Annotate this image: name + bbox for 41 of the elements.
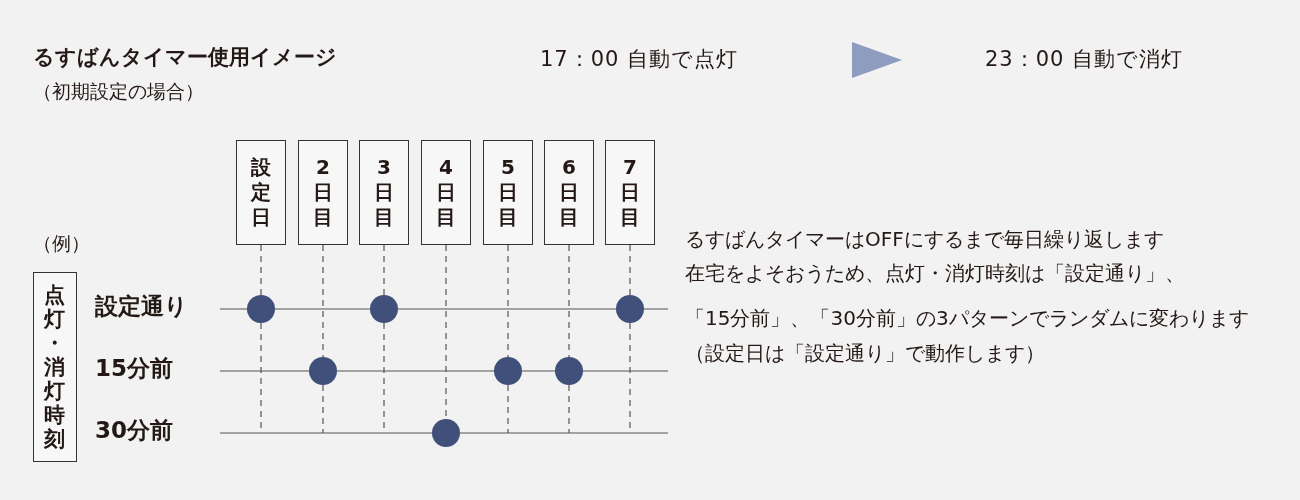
day-label: 2日目 [312,155,334,230]
description-text: 在宅をよそおうため、点灯・消灯時刻は「設定通り」、 [685,261,1185,285]
timeline-dot [555,357,583,385]
day-box [298,140,348,245]
row-label: 設定通り [95,293,188,321]
day-label: 7日目 [619,155,641,230]
description-text: 「15分前」、「30分前」の3パターンでランダムに変わります [685,306,1249,330]
day-box [421,140,471,245]
timeline-dot [247,295,275,323]
dashed-connector [507,244,509,358]
timeline-dot [616,295,644,323]
timeline-dot [432,419,460,447]
day-box [605,140,655,245]
row-label: 30分前 [95,417,173,445]
dashed-connector [383,244,385,296]
day-box [544,140,594,245]
timeline-dot [370,295,398,323]
description-text: （設定日は「設定通り」で動作します） [685,341,1045,365]
day-box [236,140,286,245]
dashed-connector [568,244,570,358]
day-box [483,140,533,245]
day-label: 5日目 [497,155,519,230]
timeline-dot [494,357,522,385]
title: るすばんタイマー使用イメージ [33,45,337,71]
day-label: 6日目 [558,155,580,230]
dashed-connector [260,244,262,296]
dashed-connector [629,244,631,296]
time-label-box [33,272,77,462]
day-box [359,140,409,245]
time-text: 23：00 自動で消灯 [985,47,1184,73]
day-label: 4日目 [435,155,457,230]
box-label: 点灯・消灯時刻 [43,282,66,452]
note: （例） [33,232,90,255]
time-text: 17：00 自動で点灯 [540,47,739,73]
row-label: 15分前 [95,355,173,383]
day-label: 設定日 [250,155,272,230]
day-label: 3日目 [373,155,395,230]
subtitle: （初期設定の場合） [33,80,204,103]
dashed-connector [322,244,324,358]
description-text: るすばんタイマーはOFFにするまで毎日繰り返します [685,227,1164,251]
timeline-dot [309,357,337,385]
